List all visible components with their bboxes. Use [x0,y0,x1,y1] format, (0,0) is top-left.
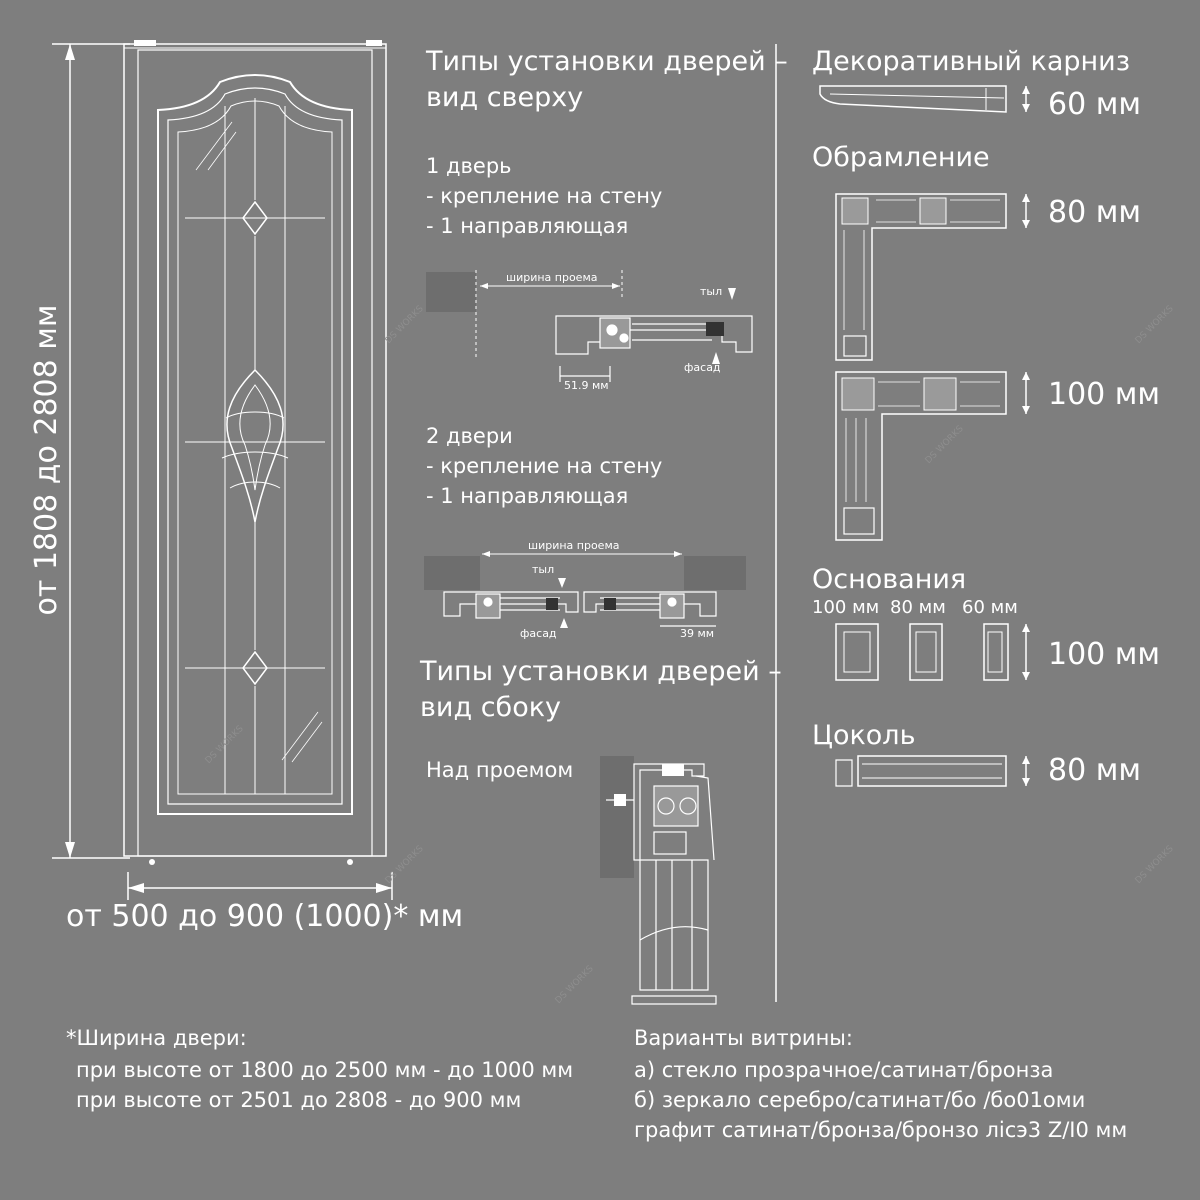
top-view-title-line2: вид сверху [426,82,584,113]
base-width-1: 100 мм [812,597,880,618]
above-opening-label: Над проемом [426,758,574,782]
two-doors-dimension: 39 мм [680,627,715,640]
side-view-title-line1: Типы установки дверей – [420,656,782,687]
frame-title: Обрамление [812,142,990,173]
plinth-title: Цоколь [812,720,916,751]
bases-title: Основания [812,564,967,595]
variants-a: а) стекло прозрачное/сатинат/бронза [634,1058,1054,1082]
top-view-title-line1: Типы установки дверей – [426,46,788,77]
footnote-line-2: при высоте от 1800 до 2500 мм - до 1000 … [76,1058,574,1082]
one-door-facade-label: фасад [684,361,721,374]
base-width-3: 60 мм [962,597,1018,618]
two-doors-back-label: тыл [532,563,555,576]
side-view-title-line2: вид сбоку [420,692,562,723]
one-door-rail: - 1 направляющая [426,214,629,238]
base-width-2: 80 мм [890,597,946,618]
cornice-size: 60 мм [1048,87,1141,122]
one-door-title: 1 дверь [426,154,512,178]
two-doors-mount: - крепление на стену [426,454,663,478]
one-door-mount: - крепление на стену [426,184,663,208]
footnote-line-3: при высоте от 2501 до 2808 - до 900 мм [76,1088,522,1112]
one-door-opening-width: ширина проема [506,271,598,284]
one-door-dimension: 51.9 мм [564,379,609,392]
variants-c: графит сатинат/бронза/бронзо лісэ3 Z/I0 … [634,1118,1128,1142]
plinth-size: 80 мм [1048,753,1141,788]
footnote-title: *Ширина двери: [66,1026,247,1050]
frame-size-2: 100 мм [1048,377,1161,412]
cornice-title: Декоративный карниз [812,46,1131,77]
frame-size-1: 80 мм [1048,195,1141,230]
two-doors-opening-width: ширина проема [528,539,620,552]
two-doors-facade-label: фасад [520,627,557,640]
variants-title: Варианты витрины: [634,1026,853,1050]
two-doors-title: 2 двери [426,424,513,448]
bases-size: 100 мм [1048,637,1161,672]
door-width-label: от 500 до 900 (1000)* мм [66,899,464,934]
variants-b: б) зеркало серебро/сатинат/бо /бо01оми [634,1088,1086,1112]
two-doors-rail: - 1 направляющая [426,484,629,508]
one-door-back-label: тыл [700,285,723,298]
